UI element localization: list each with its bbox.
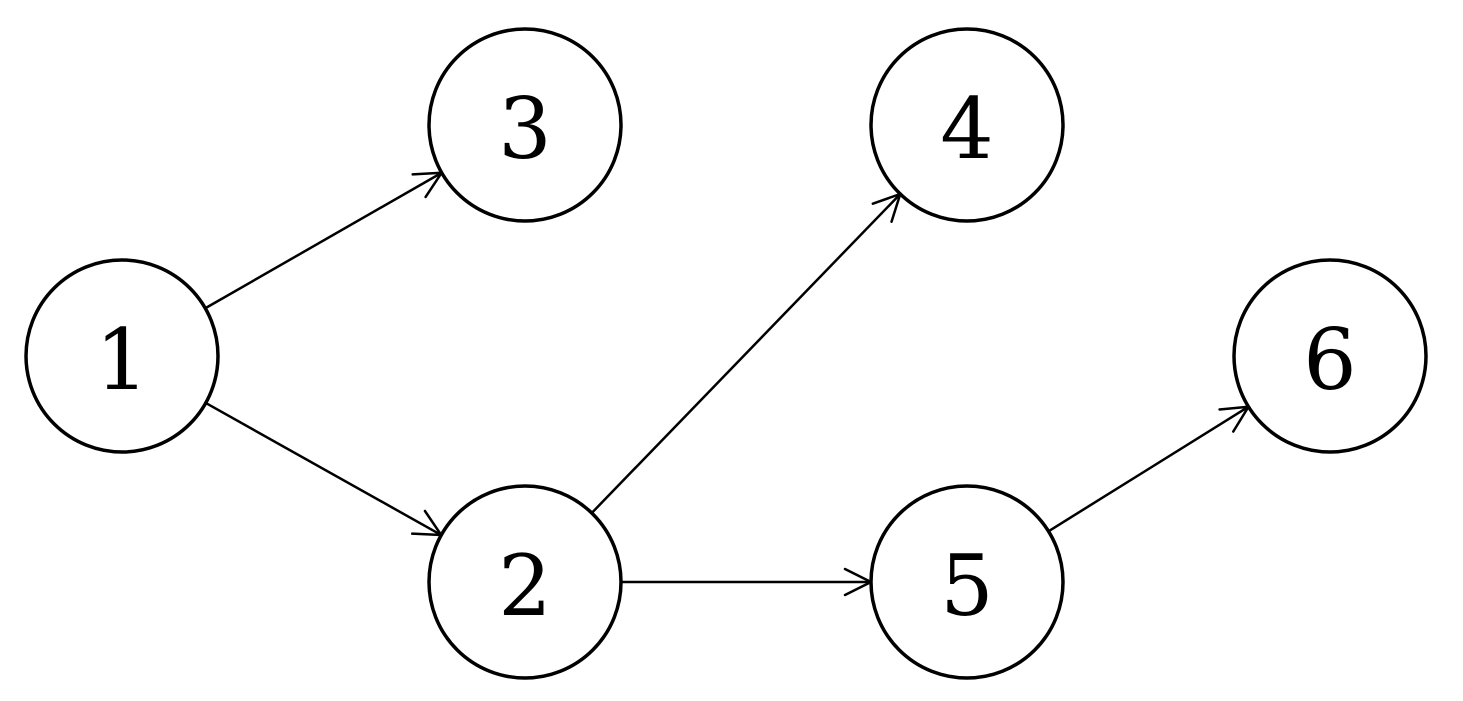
node-circle (869, 27, 1065, 223)
node-label: 1 (95, 311, 148, 409)
node-label: 6 (1303, 311, 1356, 409)
node-3: 3 (427, 27, 623, 223)
edge-line (205, 401, 442, 537)
edge-5-to-6 (1047, 405, 1250, 533)
edge-1-to-3 (204, 171, 443, 310)
edge-line (590, 193, 902, 514)
node-label: 3 (498, 80, 551, 178)
node-layer: 1 2 3 4 5 6 (24, 27, 1428, 680)
node-5: 5 (869, 484, 1065, 680)
edge-layer (204, 171, 1250, 597)
edge-2-to-5 (621, 567, 873, 597)
node-circle (24, 258, 220, 454)
node-label: 5 (940, 537, 993, 635)
node-circle (427, 484, 623, 680)
node-label: 4 (940, 80, 993, 178)
node-4: 4 (869, 27, 1065, 223)
node-2: 2 (427, 484, 623, 680)
edge-line (1047, 405, 1250, 533)
node-circle (1232, 258, 1428, 454)
node-6: 6 (1232, 258, 1428, 454)
node-circle (427, 27, 623, 223)
edge-2-to-4 (590, 192, 902, 514)
edge-line (204, 171, 443, 310)
edge-1-to-2 (205, 401, 443, 537)
node-label: 2 (498, 537, 551, 635)
node-circle (869, 484, 1065, 680)
node-1: 1 (24, 258, 220, 454)
